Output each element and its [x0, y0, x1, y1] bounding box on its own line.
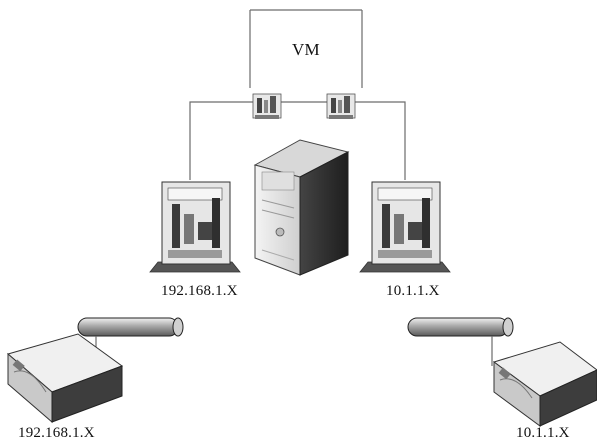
right-network-label: 10.1.1.X [386, 283, 440, 299]
right-host-icon [492, 341, 597, 427]
vm-nic-right-icon [326, 93, 356, 119]
left-network-segment [77, 317, 184, 337]
vm-link-lines [189, 101, 406, 180]
segment-to-host-lines [95, 336, 493, 366]
vm-nic-left-icon [252, 93, 282, 119]
right-router-icon [359, 181, 451, 273]
vm-boundary [249, 9, 363, 88]
right-host-label: 10.1.1.X [516, 425, 570, 441]
vm-label: VM [292, 40, 320, 59]
right-network-segment [407, 317, 514, 337]
left-router-icon [149, 181, 241, 273]
left-host-icon [6, 333, 124, 424]
server-icon [253, 139, 350, 276]
left-host-label: 192.168.1.X [18, 425, 95, 441]
left-network-label: 192.168.1.X [161, 283, 238, 299]
